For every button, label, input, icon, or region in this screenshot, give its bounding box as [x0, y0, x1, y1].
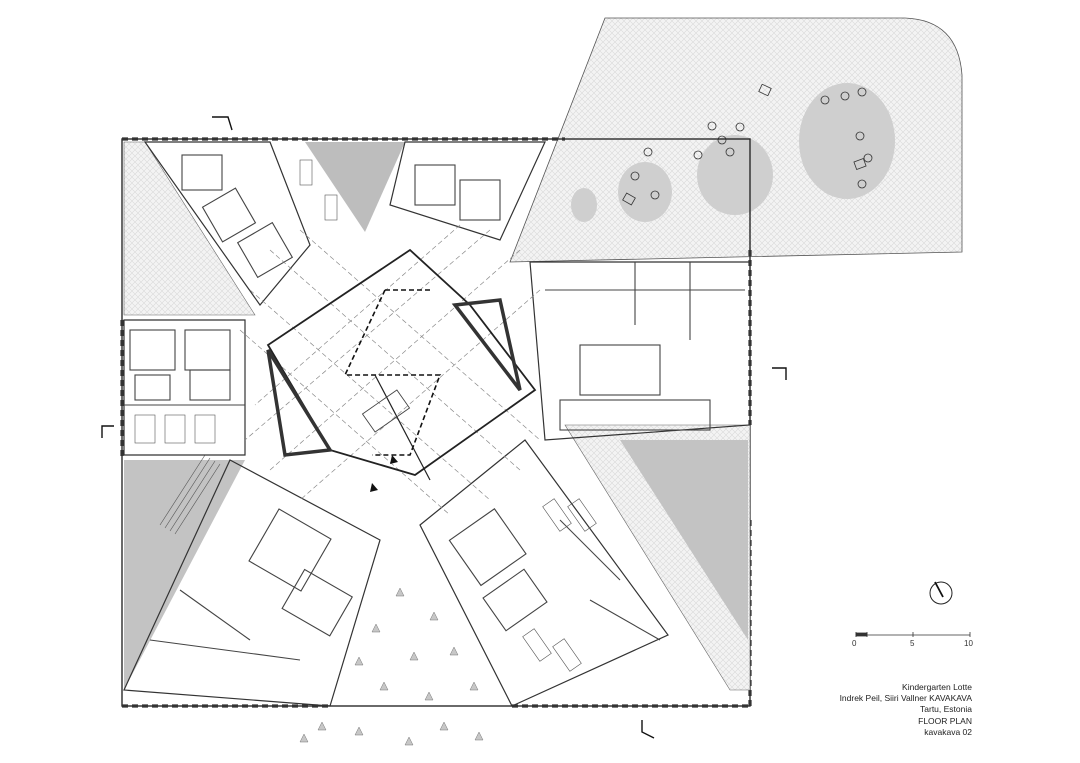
scale-bar: [855, 632, 971, 637]
stair-mark: [370, 483, 378, 492]
circulation-dashed: [343, 289, 442, 456]
planter-top: [305, 142, 405, 232]
north-arrow-icon: [929, 581, 953, 605]
planter-right: [620, 440, 748, 640]
scale-tick-5: 5: [910, 639, 915, 648]
planter-left: [124, 460, 245, 690]
central-hall-grid: [239, 224, 541, 516]
reception-block: [361, 389, 411, 433]
hall-diagonal: [374, 374, 431, 481]
stair-mark: [390, 455, 398, 464]
lawn-circle: [697, 135, 773, 215]
interior-walls: [124, 154, 745, 661]
scale-tick-10: 10: [964, 639, 973, 648]
ramp-steps: [159, 454, 221, 535]
architects: Indrek Peil, Siiri Vallner KAVAKAVA: [839, 693, 972, 704]
light-well-right: [451, 298, 522, 392]
location: Tartu, Estonia: [920, 704, 972, 715]
scale-tick-0: 0: [852, 639, 857, 648]
project-name: Kindergarten Lotte: [902, 682, 972, 692]
tree-icon: [622, 83, 873, 206]
title-block: Kindergarten Lotte Indrek Peil, Siiri Va…: [840, 682, 972, 738]
entrance-planters: [299, 587, 484, 746]
furniture: [134, 159, 597, 672]
light-well-left: [266, 349, 333, 457]
lawn-circle: [799, 83, 895, 199]
sheet-number: kavakava 02: [924, 726, 972, 737]
drawing-type: FLOOR PLAN: [918, 715, 972, 726]
lawn-circle: [571, 188, 597, 222]
lawn-circle: [618, 162, 672, 222]
building-wings: [123, 141, 751, 707]
paving-left-court: [123, 141, 256, 316]
section-marker-icon: [101, 116, 787, 739]
